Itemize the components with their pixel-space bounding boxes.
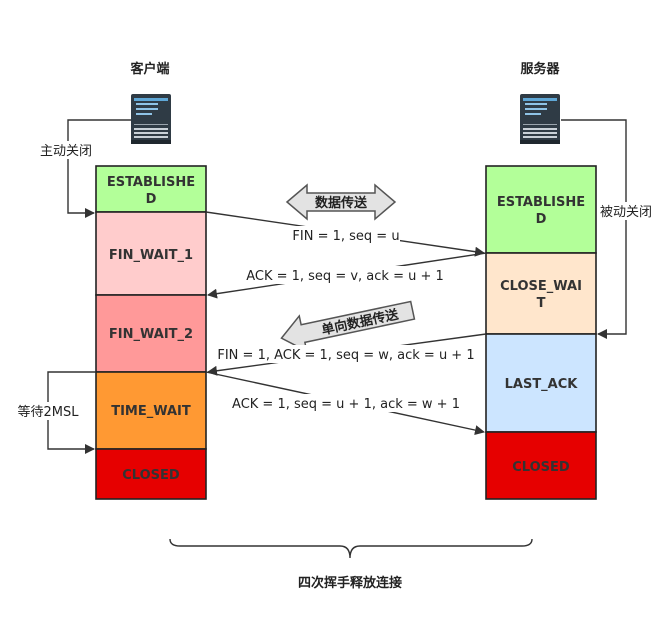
client-state-established-label-2: D xyxy=(146,192,157,207)
wait-2msl-connector: 等待2MSL xyxy=(16,371,96,454)
one-way-transfer-label: 单向数据传送 xyxy=(320,306,401,338)
message-fin-ack-label: FIN = 1, ACK = 1, seq = w, ack = u + 1 xyxy=(217,348,474,363)
passive-close-label: 被动关闭 xyxy=(600,205,652,220)
client-server-icon xyxy=(131,94,171,144)
data-transfer-arrow: 数据传送 xyxy=(285,183,397,221)
active-close-label: 主动关闭 xyxy=(40,144,92,159)
data-transfer-label: 数据传送 xyxy=(315,195,368,211)
client-state-fin-wait-2 xyxy=(95,294,207,373)
server-title: 服务器 xyxy=(520,61,560,77)
diagram-caption: 四次挥手释放连接 xyxy=(298,575,402,591)
server-state-close-wait-label-2: T xyxy=(537,296,546,311)
bottom-brace xyxy=(169,538,533,559)
server-state-closed xyxy=(485,431,597,500)
client-state-fin-wait-1-label: FIN_WAIT_1 xyxy=(109,248,193,263)
message-fin-label: FIN = 1, seq = u xyxy=(292,229,399,244)
active-close-connector: 主动关闭 xyxy=(38,119,131,218)
server-state-closed-label: CLOSED xyxy=(512,460,570,475)
message-ack-2-label: ACK = 1, seq = u + 1, ack = w + 1 xyxy=(232,397,460,412)
message-fin: FIN = 1, seq = u xyxy=(205,211,485,257)
server-state-established-label-1: ESTABLISHE xyxy=(497,195,585,210)
message-ack-1-label: ACK = 1, seq = v, ack = u + 1 xyxy=(246,269,444,284)
passive-close-connector: 被动关闭 xyxy=(561,119,654,339)
client-state-closed-label: CLOSED xyxy=(122,468,180,483)
message-ack-1: ACK = 1, seq = v, ack = u + 1 xyxy=(207,252,487,299)
client-state-fin-wait-1 xyxy=(95,211,207,296)
client-state-established xyxy=(95,165,207,213)
message-ack-2: ACK = 1, seq = u + 1, ack = w + 1 xyxy=(205,371,485,435)
client-state-time-wait-label: TIME_WAIT xyxy=(111,404,191,419)
server-state-established xyxy=(485,165,597,254)
client-state-fin-wait-2-label: FIN_WAIT_2 xyxy=(109,327,193,342)
server-server-icon xyxy=(520,94,560,144)
server-state-established-label-2: D xyxy=(536,212,547,227)
client-state-established-label-1: ESTABLISHE xyxy=(107,175,195,190)
message-fin-ack: FIN = 1, ACK = 1, seq = w, ack = u + 1 xyxy=(207,333,487,376)
server-state-close-wait-label-1: CLOSE_WAI xyxy=(500,279,582,294)
client-state-time-wait xyxy=(95,371,207,450)
client-title: 客户端 xyxy=(130,61,169,77)
server-state-column: ESTABLISHE D CLOSE_WAI T LAST_ACK CLOSED xyxy=(485,165,597,500)
server-state-last-ack-label: LAST_ACK xyxy=(505,377,579,392)
client-state-closed xyxy=(95,448,207,500)
client-state-column: ESTABLISHE D FIN_WAIT_1 FIN_WAIT_2 TIME_… xyxy=(95,165,207,500)
wait-2msl-label: 等待2MSL xyxy=(18,404,80,420)
